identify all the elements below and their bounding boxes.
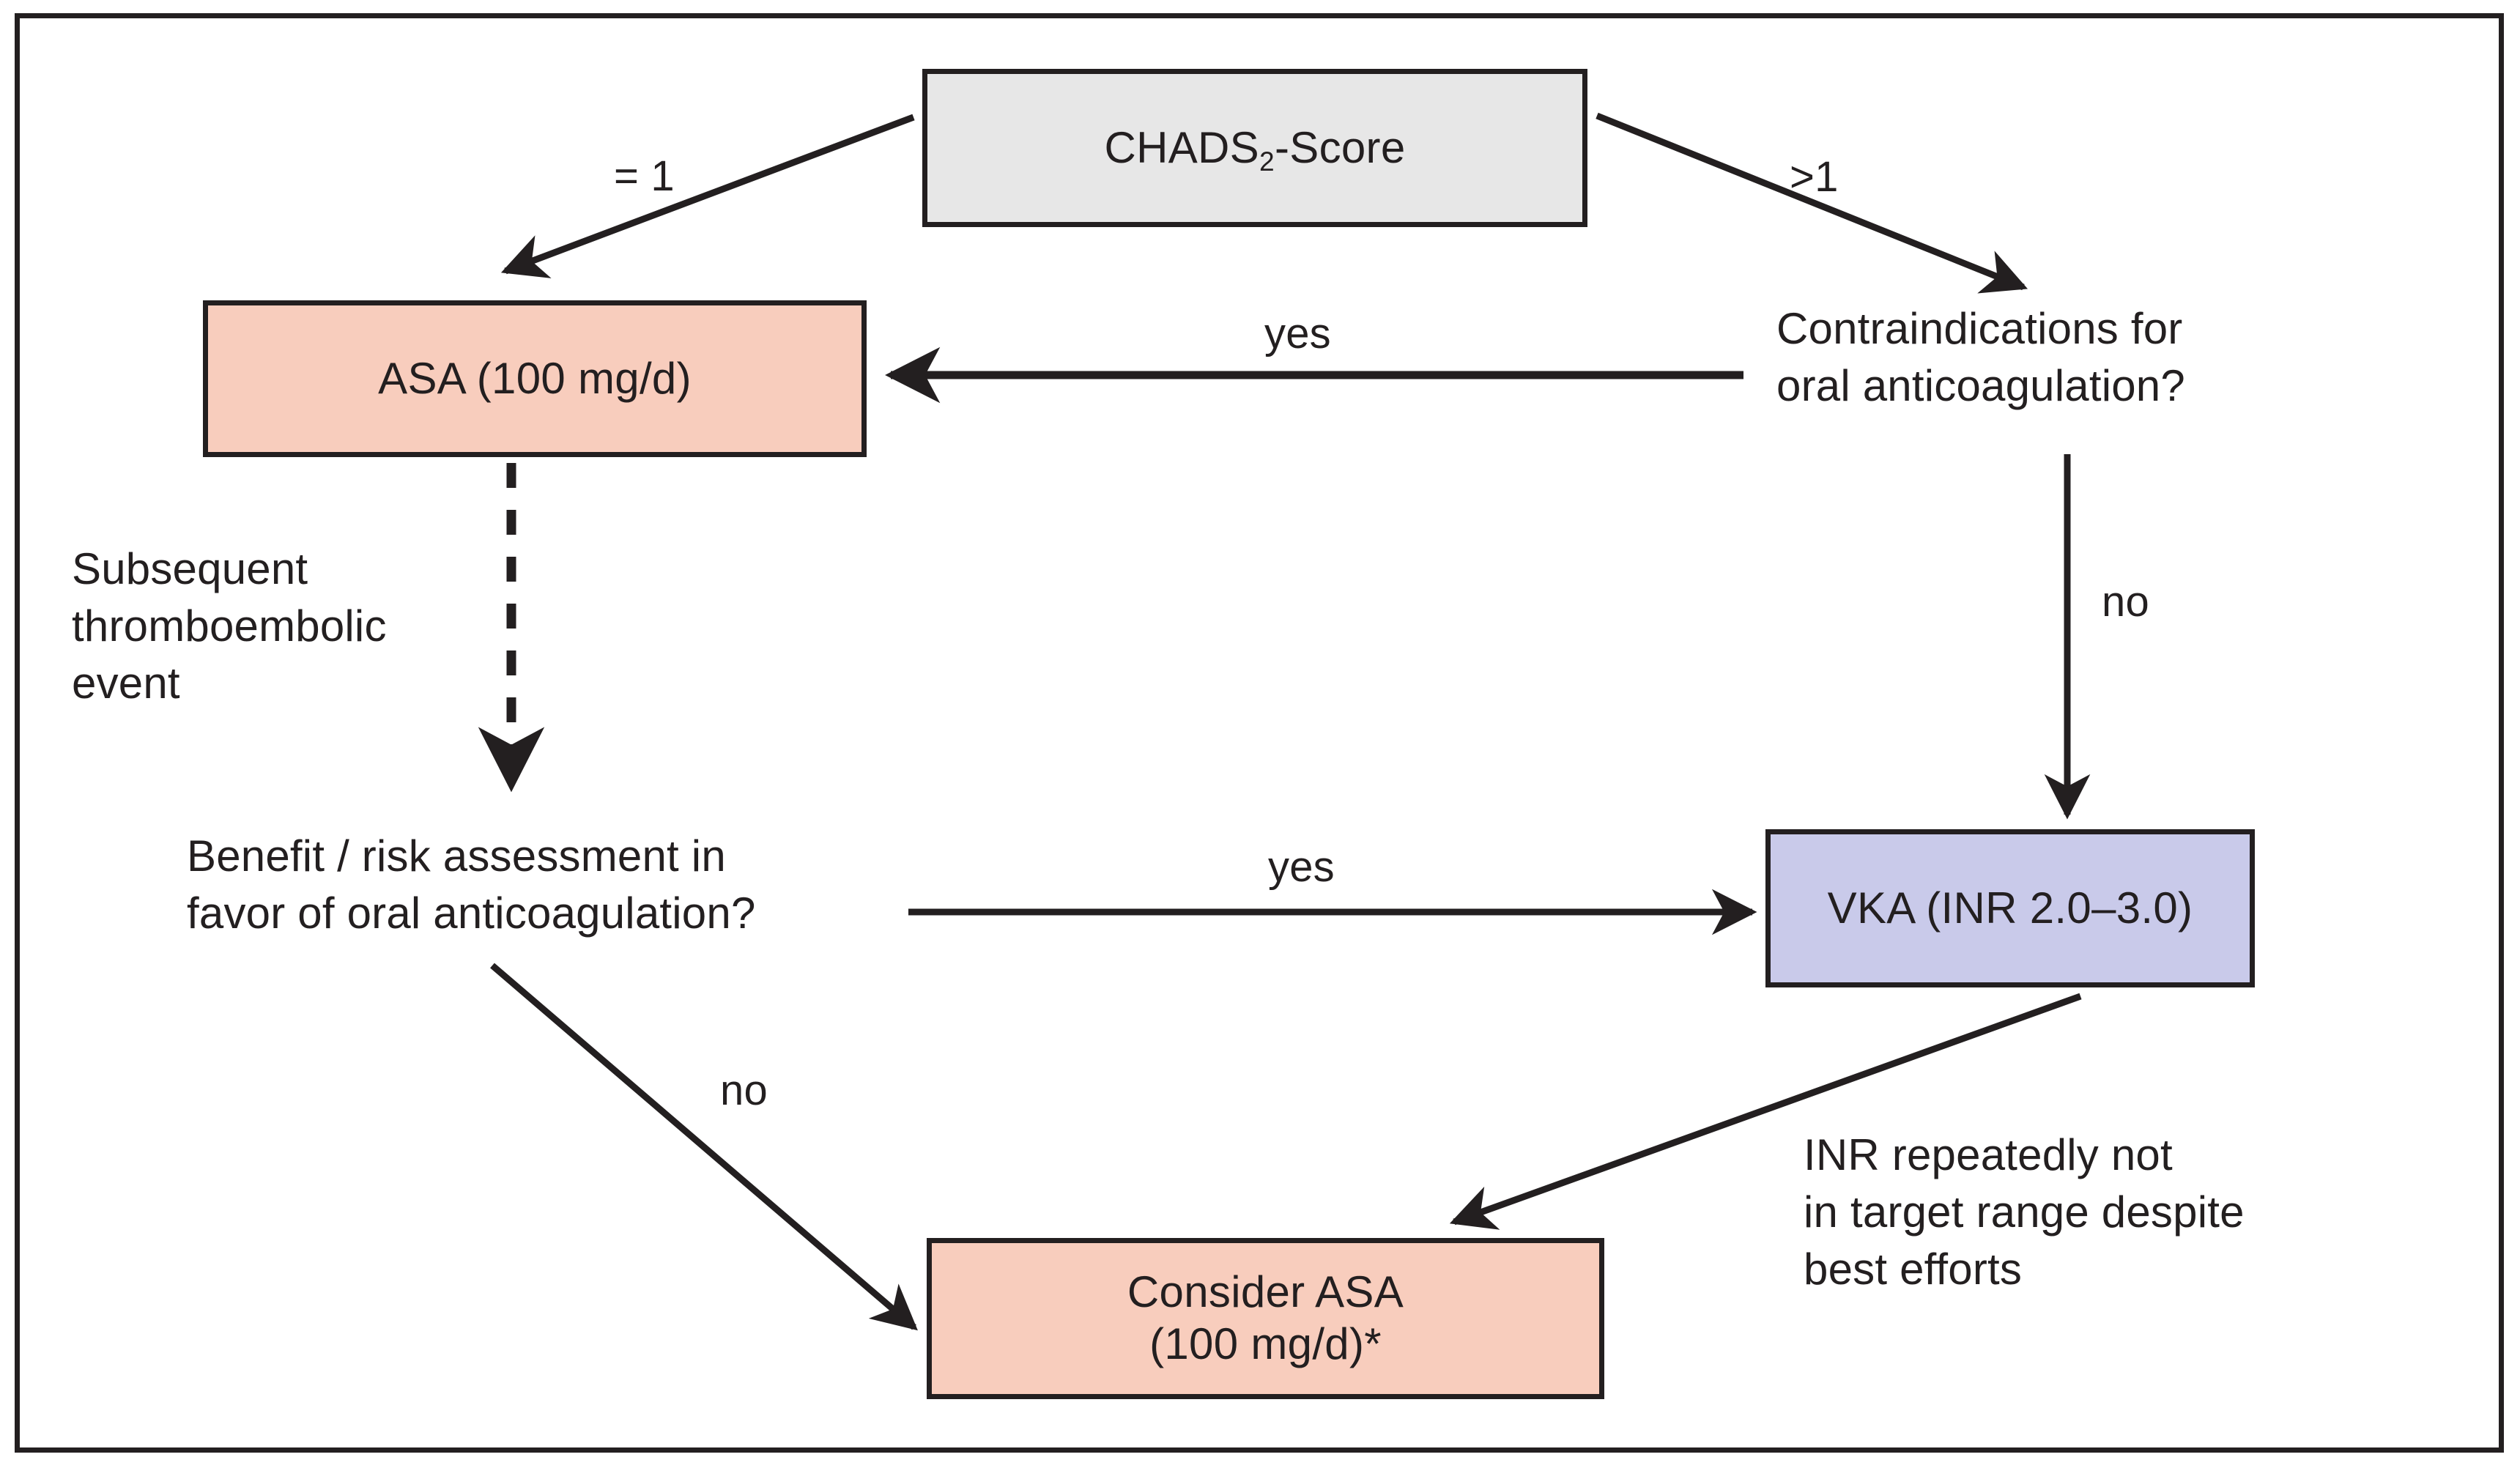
edge-label-benefit-risk-no: no (720, 1067, 768, 1114)
edge-label-benefit-risk-yes: yes (1268, 843, 1335, 891)
node-vka[interactable]: VKA (INR 2.0–3.0) (1765, 829, 2255, 987)
edge-label-chads-equals-1: = 1 (614, 152, 675, 200)
text-subsequent-thromboembolic-event: Subsequent thromboembolic event (72, 544, 387, 708)
edge-label-chads-greater-than-1: >1 (1790, 153, 1839, 201)
chads-label-suffix: -Score (1274, 122, 1406, 172)
node-chads-score[interactable]: CHADS2-Score (922, 69, 1587, 227)
text-contraindications-question: Contraindications for oral anticoagulati… (1776, 304, 2185, 410)
node-asa[interactable]: ASA (100 mg/d) (203, 300, 867, 457)
node-consider-asa[interactable]: Consider ASA(100 mg/d)* (927, 1238, 1604, 1399)
text-benefit-risk-question: Benefit / risk assessment in favor of or… (187, 831, 756, 938)
edge-label-contraindications-yes: yes (1264, 310, 1331, 357)
consider-asa-line1: Consider ASA (1127, 1267, 1404, 1317)
node-consider-asa-label: Consider ASA(100 mg/d)* (932, 1267, 1599, 1371)
edge-label-contraindications-no: no (2102, 578, 2149, 626)
node-vka-label: VKA (INR 2.0–3.0) (1827, 883, 2193, 933)
chads-label-subscript: 2 (1259, 145, 1275, 177)
node-asa-label: ASA (100 mg/d) (378, 353, 692, 403)
node-chads-score-label: CHADS2-Score (927, 122, 1582, 177)
text-inr-not-in-target-range-note: INR repeatedly not in target range despi… (1804, 1130, 2245, 1294)
consider-asa-line2: (100 mg/d)* (1149, 1319, 1382, 1368)
figure-border (15, 13, 2504, 1453)
chads-label-prefix: CHADS (1104, 122, 1259, 172)
